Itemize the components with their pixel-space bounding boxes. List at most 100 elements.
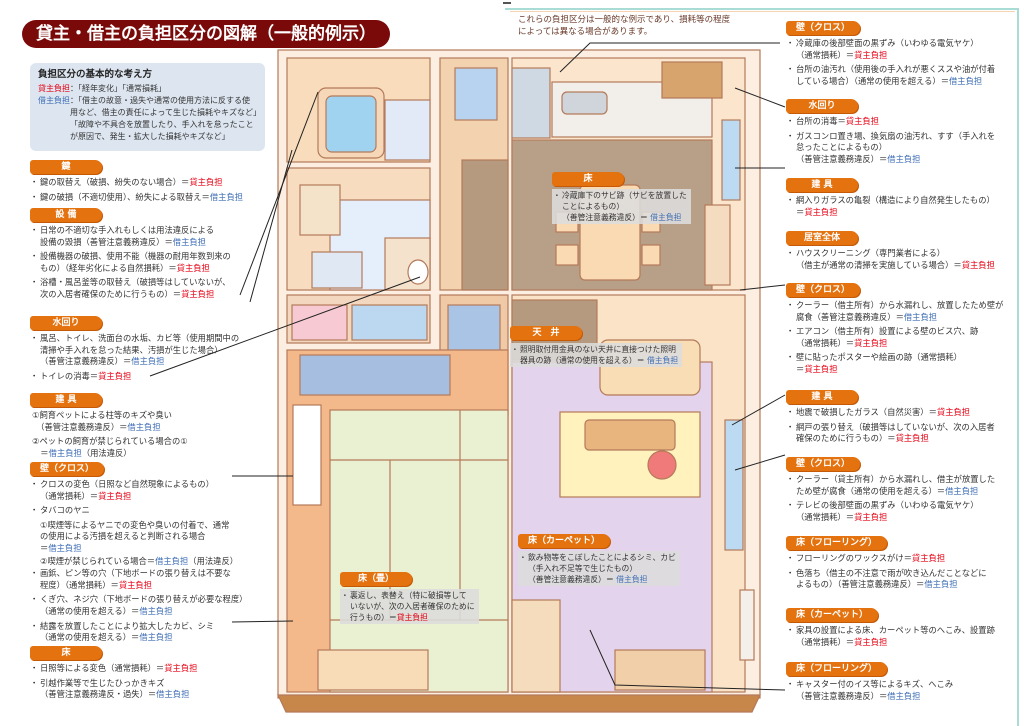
- category-header: 建 具: [30, 393, 102, 407]
- category-header: 水回り: [30, 316, 102, 330]
- list-item: 冷蔵庫の後部壁面の黒ずみ（いわゆる電気ヤケ） （通常損耗）＝貸主負担: [786, 38, 1018, 61]
- list-item: 日照等による変色（通常損耗）＝貸主負担: [30, 663, 275, 675]
- lessee-responsibility: 借主負担: [139, 632, 173, 643]
- category-header: 設 備: [30, 208, 102, 222]
- lessor-responsibility: 貸主負担: [845, 116, 879, 126]
- item-text: 裏返し、表替え（特に破損等して いないが、次の入居者確保のために 行うもの）＝: [350, 591, 475, 622]
- item-text: 網入りガラスの亀裂（構造により自然発生したもの） ＝: [796, 195, 995, 217]
- lessee-responsibility: 借主負担: [616, 575, 648, 584]
- category-section: 建 具地震で破損したガラス（自然災害）＝貸主負担網戸の張り替え（破損等はしていな…: [786, 390, 1018, 448]
- illustration-callout: 床冷蔵庫下のサビ跡（サビを放置した ことによるもの） （善管注意義務違反）＝ 借…: [552, 172, 691, 224]
- category-header: 建 具: [786, 178, 858, 192]
- range-hood: [661, 61, 723, 99]
- list-item: 網戸の張り替え（破損等はしていないが、次の入居者 確保のために行うもの）＝貸主負…: [786, 422, 1018, 445]
- futon-pink: [291, 304, 348, 341]
- bathtub-water: [325, 95, 377, 153]
- lessor-responsibility: 貸主負担: [961, 259, 995, 270]
- item-text: ①飼育ペットによる柱等のキズや臭い （善管注意義務違反）＝: [32, 410, 172, 432]
- callout-text: 冷蔵庫下のサビ跡（サビを放置した ことによるもの） （善管注意義務違反）＝ 借主…: [552, 189, 691, 224]
- right-border: [1017, 8, 1019, 726]
- list-item: 台所の消毒＝貸主負担: [786, 116, 1018, 128]
- lessee-responsibility: 借主負担: [887, 153, 921, 164]
- air-conditioner: [739, 589, 755, 661]
- callout-text: 照明取付用金具のない天井に直接つけた照明 器具の跡（通常の使用を超える）＝ 借主…: [510, 343, 683, 367]
- item-text: 色落ち（借主の不注意で雨が吹き込んだことなどに よるもの）（善管注意義務違反）＝: [796, 567, 987, 590]
- item-text: （用法違反）: [81, 447, 132, 458]
- basic-principles-box: 負担区分の基本的な考え方 貸主負担 ：「経年変化」「通常損耗」 借主負担 ：「借…: [30, 63, 265, 151]
- category-section: 壁（クロス）クロスの変色（日照など自然現象によるもの） （通常損耗）＝貸主負担タ…: [30, 462, 275, 647]
- list-item: くぎ穴、ネジ穴（下地ボードの張り替えが必要な程度） （通常の使用を超える）＝借主…: [30, 594, 275, 617]
- lessor-definition: 貸主負担 ：「経年変化」「通常損耗」: [38, 83, 257, 95]
- list-item: 浴槽・風呂釜等の取替え（破損等はしていないが、 次の入居者確保のために行うもの）…: [30, 277, 275, 300]
- lessor-text: ：「経年変化」「通常損耗」: [70, 84, 166, 93]
- item-text: 冷蔵庫の後部壁面の黒ずみ（いわゆる電気ヤケ） （通常損耗）＝: [796, 38, 979, 60]
- hallway-floor: [461, 159, 509, 291]
- lessee-text: ：「借主の故意・過失や通常の使用方法に反する使用など、借主の責任によって生じた損…: [70, 96, 257, 141]
- item-text: （用法違反）: [188, 555, 239, 566]
- item-text: 日常の不適切な手入れもしくは用法違反による 設備の毀損（善管注意義務違反）＝: [40, 225, 214, 247]
- lessor-responsibility: 貸主負担: [164, 663, 198, 673]
- lessee-responsibility: 借主負担: [887, 690, 921, 701]
- lessor-responsibility: 貸主負担: [895, 433, 929, 444]
- category-header: 居室全体: [786, 231, 858, 245]
- item-text: くぎ穴、ネジ穴（下地ボードの張り替えが必要な程度） （通常の使用を超える）＝: [40, 594, 248, 616]
- lessor-responsibility: 貸主負担: [854, 636, 888, 647]
- category-header: 水回り: [786, 99, 858, 113]
- item-text: フローリングのワックスがけ＝: [796, 553, 912, 563]
- list-item: 壁に貼ったポスターや絵画の跡（通常損耗） ＝貸主負担: [786, 352, 1018, 375]
- lessor-responsibility: 貸主負担: [396, 613, 428, 622]
- cupboard: [704, 204, 731, 286]
- desk: [511, 599, 561, 693]
- disclaimer-notice: これらの負担区分は一般的な例示であり、損耗等の程度 によっては異なる場合がありま…: [518, 15, 731, 37]
- entrance-door: [454, 67, 498, 121]
- category-header: 壁（クロス）: [786, 457, 861, 471]
- item-text: 飲み物等をこぼしたことによるシミ、カビ （手入れ不足等で生じたもの） （善管注意…: [528, 553, 676, 584]
- lessor-responsibility: 貸主負担: [189, 177, 223, 187]
- item-text: 画鋲、ピン等の穴（下地ボードの張り替えは不要な 程度）（通常損耗）＝: [40, 568, 231, 590]
- tatami-floor: [329, 409, 509, 693]
- category-section: 壁（クロス） 冷蔵庫の後部壁面の黒ずみ（いわゆる電気ヤケ） （通常損耗）＝貸主負担…: [786, 21, 1018, 90]
- item-text: ①喫煙等によるヤニでの変色や臭いの付着で、通常 の使用による汚損を超えると判断さ…: [40, 519, 230, 553]
- item-text: 浴槽・風呂釜等の取替え（破損等はしていないが、 次の入居者確保のために行うもの）…: [40, 277, 231, 299]
- category-section: 床（カーペット）家具の設置による床、カーペット等のへこみ、設置跡 （通常損耗）＝…: [786, 608, 1018, 651]
- list-item: 台所の油汚れ（使用後の手入れが悪くススや油が付着 している場合）（通常の使用を超…: [786, 64, 1018, 87]
- item-text: ②ペットの飼育が禁じられている場合の① ＝: [32, 436, 188, 458]
- category-section: 鍵鍵の取替え（破損、紛失のない場合）＝貸主負担鍵の破損（不適切使用）、紛失による…: [30, 160, 275, 206]
- item-text: クーラー（貸主所有）から水漏れし、借主が放置した ため壁が腐食（通常の使用を超え…: [796, 474, 996, 496]
- sink: [561, 91, 608, 115]
- lessee-responsibility: 借主負担: [945, 485, 979, 496]
- category-header: 建 具: [786, 390, 858, 404]
- lessee-responsibility: 借主負担: [903, 311, 938, 322]
- illustration-callout: 床（カーペット）飲み物等をこぼしたことによるシミ、カビ （手入れ不足等で生じたも…: [518, 534, 680, 586]
- category-header: 鍵: [30, 160, 102, 174]
- list-item: 風呂、トイレ、洗面台の水垢、カビ等（使用期間中の 清掃や手入れを怠った結果、汚損…: [30, 333, 275, 368]
- item-text: ハウスクリーニング（専門業者による） （借主が通常の清掃を実施している場合）＝: [796, 248, 962, 270]
- callout-text: 裏返し、表替え（特に破損等して いないが、次の入居者確保のために 行うもの）＝貸…: [340, 589, 479, 624]
- item-text: テレビの後部壁面の黒ずみ（いわゆる電気ヤケ） （通常損耗）＝: [796, 500, 979, 522]
- item-text: 風呂、トイレ、洗面台の水垢、カビ等（使用期間中の 清掃や手入れを怠った結果、汚損…: [40, 333, 240, 367]
- lessor-responsibility: 貸主負担: [854, 49, 888, 60]
- item-text: 地震で破損したガラス（自然災害）＝: [796, 407, 937, 417]
- category-header: 壁（クロス）: [786, 21, 861, 35]
- list-item: クーラー（借主所有）から水漏れし、放置したため壁が 腐食（善管注意義務違反）＝借…: [786, 300, 1018, 323]
- list-item: エアコン（借主所有）設置による壁のビス穴、跡 （通常損耗）＝貸主負担: [786, 326, 1018, 349]
- category-section: 壁（クロス）クーラー（借主所有）から水漏れし、放置したため壁が 腐食（善管注意義…: [786, 283, 1018, 379]
- list-item: クーラー（貸主所有）から水漏れし、借主が放置した ため壁が腐食（通常の使用を超え…: [786, 474, 1018, 497]
- list-item: 地震で破損したガラス（自然災害）＝貸主負担: [786, 407, 1018, 419]
- item-text: 結露を放置したことにより拡大したカビ、シミ （通常の使用を超える）＝: [40, 620, 215, 643]
- list-item: ①飼育ペットによる柱等のキズや臭い （善管注意義務違反）＝借主負担: [30, 410, 275, 433]
- lessor-responsibility: 貸主負担: [911, 553, 946, 563]
- lessee-responsibility: 借主負担: [139, 605, 173, 616]
- list-item: 引越作業等で生じたひっかきキズ （善管注意義務違反・過失）＝借主負担: [30, 678, 275, 701]
- category-section: 床（フローリング）キャスター付のイス等によるキズ、へこみ （善管注意義務違反）＝…: [786, 662, 1018, 705]
- item-text: 日照等による変色（通常損耗）＝: [40, 663, 165, 673]
- category-section: 建 具 ①飼育ペットによる柱等のキズや臭い （善管注意義務違反）＝借主負担 ②ペット…: [30, 393, 275, 462]
- list-item: 画鋲、ピン等の穴（下地ボードの張り替えは不要な 程度）（通常損耗）＝貸主負担: [30, 568, 275, 591]
- living-window: [724, 419, 744, 551]
- list-item: 色落ち（借主の不注意で雨が吹き込んだことなどに よるもの）（善管注意義務違反）＝…: [786, 568, 1018, 591]
- coffee-table: [584, 419, 676, 451]
- item-text: エアコン（借主所有）設置による壁のビス穴、跡 （通常損耗）＝: [796, 326, 979, 348]
- list-item: ②ペットの飼育が禁じられている場合の① ＝借主負担（用法違反）: [30, 436, 275, 459]
- bathroom-tile-wall: [384, 99, 431, 161]
